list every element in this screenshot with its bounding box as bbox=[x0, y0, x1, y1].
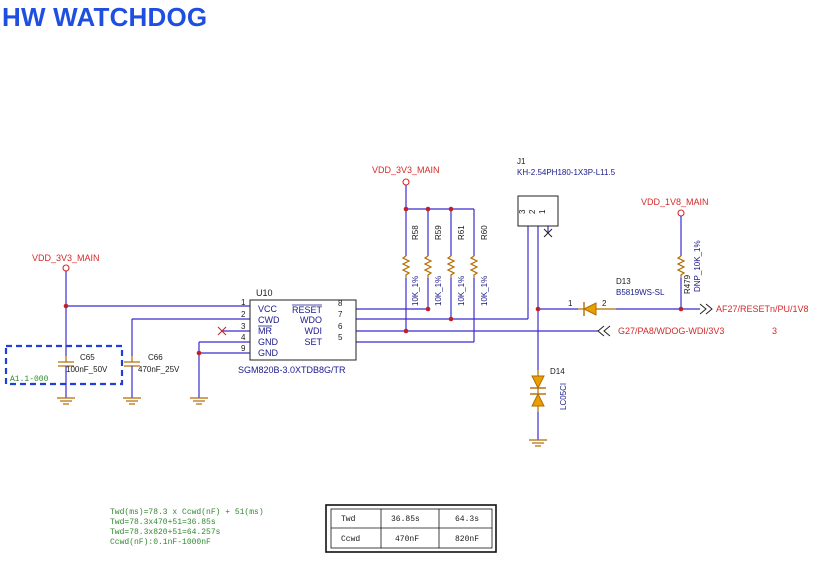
formula-line: Twd=78.3x820+51=64.257s bbox=[110, 528, 221, 537]
u10-pin-name: CWD bbox=[258, 315, 280, 325]
port-arrow-icon bbox=[699, 303, 713, 315]
u10-pin-name: WDO bbox=[300, 315, 322, 325]
resistor-r61[interactable]: R61 10K_1% bbox=[446, 225, 466, 306]
u10-pin-num: 8 bbox=[338, 299, 343, 308]
formula-notes: Twd(ms)=78.3 x Ccwd(nF) + 51(ms) Twd=78.… bbox=[110, 508, 264, 547]
r58-value: 10K_1% bbox=[411, 276, 420, 306]
d14-part: LC05CI bbox=[559, 383, 568, 410]
c65-value: 100nF_50V bbox=[66, 365, 108, 374]
ground-icon bbox=[57, 397, 75, 405]
u10-pin-num: 9 bbox=[241, 344, 246, 353]
ground-symbols bbox=[57, 397, 547, 447]
d13-pin: 2 bbox=[602, 299, 607, 308]
timing-table: Twd 36.85s 64.3s Ccwd 470nF 820nF bbox=[325, 504, 497, 553]
formula-line: Ccwd(nF):0.1nF-1000nF bbox=[110, 538, 211, 547]
power-vdd-1v8-label: VDD_1V8_MAIN bbox=[641, 197, 709, 207]
r479-value: DNP_10K_1% bbox=[693, 240, 702, 292]
u10-pin-name: GND bbox=[258, 337, 279, 347]
d14-ref: D14 bbox=[550, 367, 565, 376]
table-cell: 36.85s bbox=[391, 515, 420, 524]
u10-pin-num: 1 bbox=[241, 298, 246, 307]
net-reset-label: AF27/RESETn/PU/1V8 bbox=[716, 304, 809, 314]
net-port-reset[interactable]: AF27/RESETn/PU/1V8 bbox=[699, 303, 809, 315]
r58-ref: R58 bbox=[411, 225, 420, 240]
net-port-wdi[interactable]: G27/PA8/WDOG-WDI/3V3 3 bbox=[597, 325, 777, 337]
power-vdd-1v8: VDD_1V8_MAIN bbox=[641, 197, 709, 256]
ground-icon bbox=[529, 439, 547, 447]
r61-ref: R61 bbox=[457, 225, 466, 240]
u10-pin-num: 6 bbox=[338, 322, 343, 331]
j1-part: KH-2.54PH180-1X3P-L11.5 bbox=[517, 168, 616, 177]
capacitor-c66[interactable]: C66 470nF_25V bbox=[124, 353, 180, 398]
formula-line: Twd=78.3x470+51=36.85s bbox=[110, 518, 216, 527]
u10-pin-num: 4 bbox=[241, 333, 246, 342]
table-cell: 820nF bbox=[455, 535, 479, 544]
c66-ref: C66 bbox=[148, 353, 163, 362]
u10-pin-name: WDI bbox=[305, 326, 323, 336]
c65-ref: C65 bbox=[80, 353, 95, 362]
r479-ref: R479 bbox=[683, 274, 692, 294]
resistor-r58[interactable]: R58 10K_1% bbox=[401, 225, 420, 306]
table-cell: Ccwd bbox=[341, 535, 360, 544]
ground-icon bbox=[190, 397, 208, 405]
u10-pin-num: 3 bbox=[241, 322, 246, 331]
u10-pin-name: MR bbox=[258, 326, 272, 336]
resistor-r479[interactable]: R479 DNP_10K_1% bbox=[676, 240, 702, 294]
d13-part: B5819WS-SL bbox=[616, 288, 665, 297]
r60-value: 10K_1% bbox=[480, 276, 489, 306]
power-vdd-left: VDD_3V3_MAIN bbox=[32, 253, 100, 306]
d13-pin: 1 bbox=[568, 299, 573, 308]
j1-ref: J1 bbox=[517, 157, 526, 166]
no-connect-markers bbox=[217, 228, 553, 336]
cap-group-box bbox=[4, 344, 124, 386]
u10-pin-name: VCC bbox=[258, 304, 278, 314]
table-cell: 470nF bbox=[395, 535, 419, 544]
power-vdd-left-label: VDD_3V3_MAIN bbox=[32, 253, 100, 263]
u10-pin-name: GND bbox=[258, 348, 279, 358]
diode-d13[interactable]: D13 B5819WS-SL 1 2 bbox=[568, 277, 665, 316]
connector-j1[interactable]: J1 KH-2.54PH180-1X3P-L11.5 3 2 1 bbox=[517, 157, 616, 227]
junctions bbox=[63, 206, 684, 356]
page-title: HW WATCHDOG bbox=[2, 2, 208, 32]
power-vdd-top-label: VDD_3V3_MAIN bbox=[372, 165, 440, 175]
j1-pin-num: 1 bbox=[538, 209, 547, 214]
r59-ref: R59 bbox=[434, 225, 443, 240]
r60-ref: R60 bbox=[480, 225, 489, 240]
u10-pin-name: RESET bbox=[292, 305, 323, 315]
net-wdi-sheet: 3 bbox=[772, 326, 777, 336]
c66-value: 470nF_25V bbox=[138, 365, 180, 374]
resistor-r59[interactable]: R59 10K_1% bbox=[423, 225, 443, 306]
table-cell: Twd bbox=[341, 515, 356, 524]
resistor-r60[interactable]: R60 10K_1% bbox=[469, 225, 489, 306]
u10-ic[interactable]: U10 1 2 3 4 9 VCC CWD MR GND GND 8 7 6 5… bbox=[238, 288, 357, 375]
j1-pin-num: 2 bbox=[528, 209, 537, 214]
u10-pin-num: 5 bbox=[338, 333, 343, 342]
net-wdi-label: G27/PA8/WDOG-WDI/3V3 bbox=[618, 326, 724, 336]
cap-group-label: A1.1-000 bbox=[10, 375, 49, 384]
wire-network bbox=[65, 208, 700, 440]
capacitor-c65[interactable]: C65 100nF_50V bbox=[58, 353, 108, 398]
power-vdd-top: VDD_3V3_MAIN bbox=[372, 165, 440, 209]
ground-icon bbox=[123, 397, 141, 405]
u10-part-number: SGM820B-3.0XTDB8G/TR bbox=[238, 365, 346, 375]
r61-value: 10K_1% bbox=[457, 276, 466, 306]
table-cell: 64.3s bbox=[455, 515, 479, 524]
u10-pin-name: SET bbox=[304, 337, 322, 347]
formula-line: Twd(ms)=78.3 x Ccwd(nF) + 51(ms) bbox=[110, 508, 264, 517]
d13-ref: D13 bbox=[616, 277, 631, 286]
u10-ref: U10 bbox=[256, 288, 273, 298]
j1-pin-num: 3 bbox=[518, 209, 527, 214]
r59-value: 10K_1% bbox=[434, 276, 443, 306]
u10-pin-num: 2 bbox=[241, 310, 246, 319]
u10-pin-num: 7 bbox=[338, 310, 343, 319]
diode-d14[interactable]: D14 LC05CI bbox=[530, 367, 568, 412]
port-arrow-icon bbox=[597, 325, 611, 337]
